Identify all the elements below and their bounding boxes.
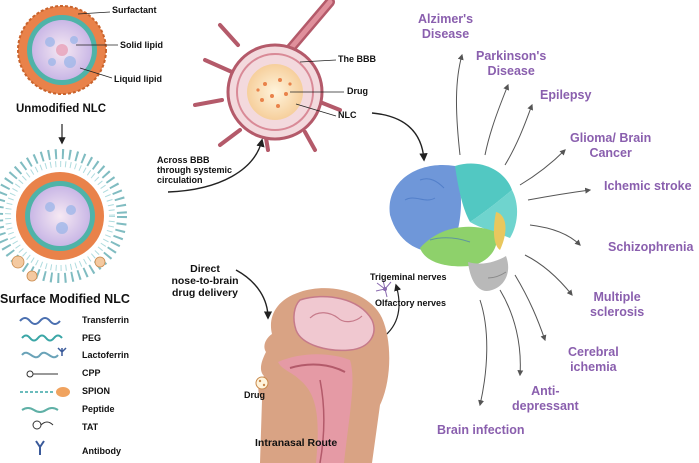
bbb-vessel-graphic (193, 0, 342, 152)
legend-label-peg: PEG (82, 333, 102, 343)
unmodified-nlc-particle (17, 5, 107, 95)
lactoferrin-icon (21, 347, 67, 359)
disease-ischemic-stroke: Ichemic stroke (604, 179, 692, 193)
drug-label: Drug (347, 86, 368, 96)
surface-modified-nlc-particle (0, 149, 127, 283)
legend-label-cpp: CPP (82, 368, 101, 378)
tat-icon (32, 420, 54, 430)
legend-label-antibody: Antibody (82, 446, 121, 456)
transferrin-icon (19, 317, 61, 325)
olfactory-nerves-label: Olfactory nerves (375, 298, 447, 308)
nose-to-brain-caption: Direct nose-to-brain drug delivery (171, 263, 239, 299)
unmodified-nlc-title: Unmodified NLC (16, 103, 107, 115)
nasal-drug-label: Drug (244, 390, 265, 400)
disease-schizophrenia: Schizophrenia (608, 240, 694, 254)
legend-label-tat: TAT (82, 422, 99, 432)
disease-multiple-sclerosis: Multiple sclerosis (590, 290, 645, 319)
brain-graphic (389, 163, 518, 291)
disease-parkinsons: Parkinson's Disease (476, 49, 547, 78)
trigeminal-nerves-label: Trigeminal nerves (370, 272, 447, 282)
legend-icons (19, 317, 70, 455)
antibody-icon (35, 440, 45, 455)
head-profile-graphic (258, 288, 390, 463)
spion-icon (20, 387, 70, 397)
legend-label-spion: SPION (82, 386, 111, 396)
peptide-icon (21, 407, 59, 413)
nlc-label: NLC (338, 110, 357, 120)
disease-brain-infection: Brain infection (437, 423, 525, 437)
legend-label-transferrin: Transferrin (82, 315, 130, 325)
cpp-icon (26, 370, 58, 378)
disease-glioma: Glioma/ Brain Cancer (570, 131, 652, 160)
liquid-lipid-label: Liquid lipid (114, 74, 162, 84)
surfactant-label: Surfactant (112, 5, 157, 15)
disease-epilepsy: Epilepsy (540, 88, 592, 102)
disease-alzheimers: Alzimer's Disease (418, 12, 474, 41)
nerve-icon (375, 279, 392, 298)
disease-arrows (455, 53, 592, 407)
legend-label-peptide: Peptide (82, 404, 115, 414)
peg-icon (21, 334, 63, 342)
systemic-route-caption: Across BBB through systemic circulation (157, 155, 233, 185)
drug-droplet-icon (255, 376, 269, 390)
intranasal-route-title: Intranasal Route (255, 437, 338, 449)
bbb-label: The BBB (338, 54, 376, 64)
disease-cerebral-ischemia: Cerebral ichemia (568, 345, 619, 374)
solid-lipid-label: Solid lipid (120, 40, 163, 50)
legend-label-lactoferrin: Lactoferrin (82, 350, 130, 360)
disease-anti-depressant: Anti- depressant (512, 384, 579, 413)
surface-modified-nlc-title: Surface Modified NLC (0, 292, 130, 306)
